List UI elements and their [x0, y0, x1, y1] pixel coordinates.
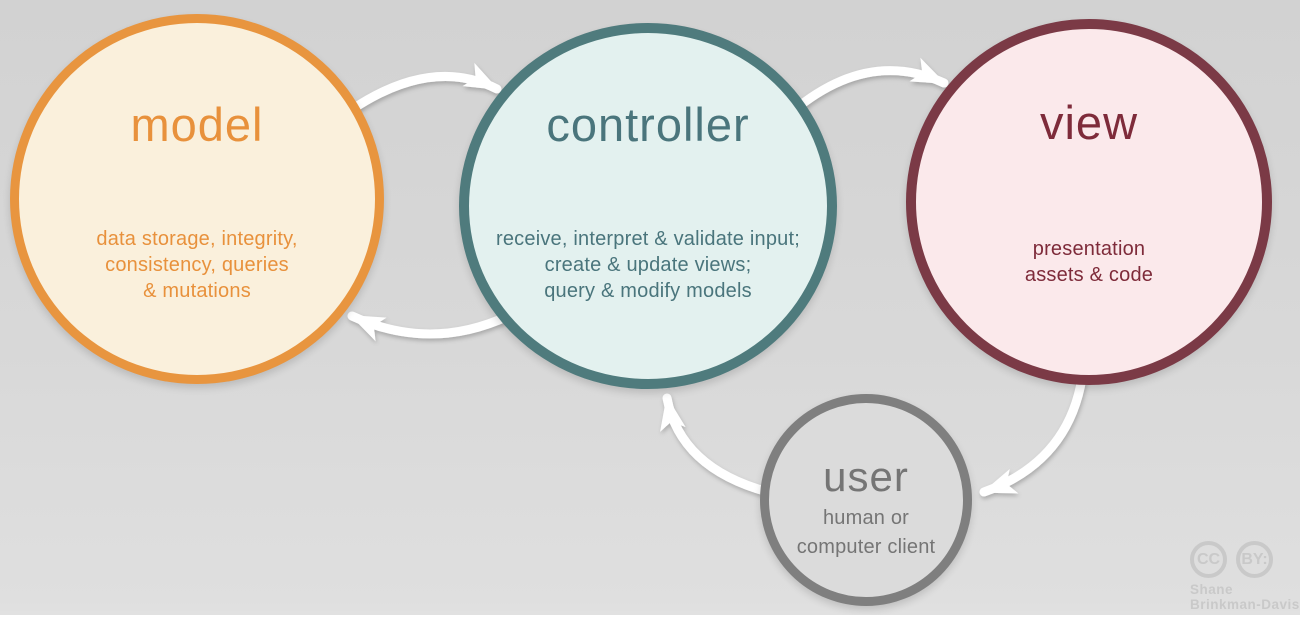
model-node: model data storage, integrity, consisten… — [10, 14, 384, 384]
arrow-controller-to-view — [787, 57, 949, 117]
model-description: data storage, integrity, consistency, qu… — [19, 226, 375, 304]
model-desc-line: & mutations — [143, 280, 251, 302]
controller-desc-line: query & modify models — [544, 280, 752, 302]
arrow-controller-to-model — [347, 311, 513, 342]
author-line: Brinkman-Davis — [1190, 597, 1300, 612]
controller-node: controller receive, interpret & validate… — [459, 23, 837, 389]
author-credit: Shane Brinkman-Davis — [1190, 582, 1300, 612]
controller-description: receive, interpret & validate input; cre… — [469, 226, 827, 304]
view-desc-line: presentation — [1032, 238, 1146, 260]
model-title: model — [130, 98, 264, 151]
view-title: view — [1039, 96, 1139, 149]
controller-title: controller — [546, 98, 750, 151]
arrow-view-to-user — [979, 373, 1087, 497]
author-line: Shane — [1190, 582, 1234, 597]
controller-desc-line: receive, interpret & validate input; — [495, 228, 801, 250]
by-icon: BY: — [1236, 541, 1273, 578]
arrow-user-to-controller — [660, 393, 773, 497]
controller-desc-line: create & update views; — [544, 254, 752, 276]
user-desc-line: computer client — [796, 536, 936, 558]
user-node: user human or computer client — [760, 394, 972, 606]
model-desc-line: consistency, queries — [105, 254, 289, 276]
view-node: view presentation assets & code — [906, 19, 1272, 385]
footer-bar — [0, 615, 1300, 620]
cc-by-watermark: CC BY: Shane Brinkman-Davis — [1190, 541, 1300, 612]
cc-icon: CC — [1190, 541, 1227, 578]
model-desc-line: data storage, integrity, — [96, 228, 298, 250]
user-title: user — [823, 453, 909, 500]
view-desc-line: assets & code — [1024, 264, 1154, 286]
user-desc-line: human or — [822, 507, 910, 529]
user-description: human or computer client — [769, 504, 963, 562]
license-badges: CC BY: — [1190, 541, 1300, 578]
view-description: presentation assets & code — [916, 236, 1262, 288]
